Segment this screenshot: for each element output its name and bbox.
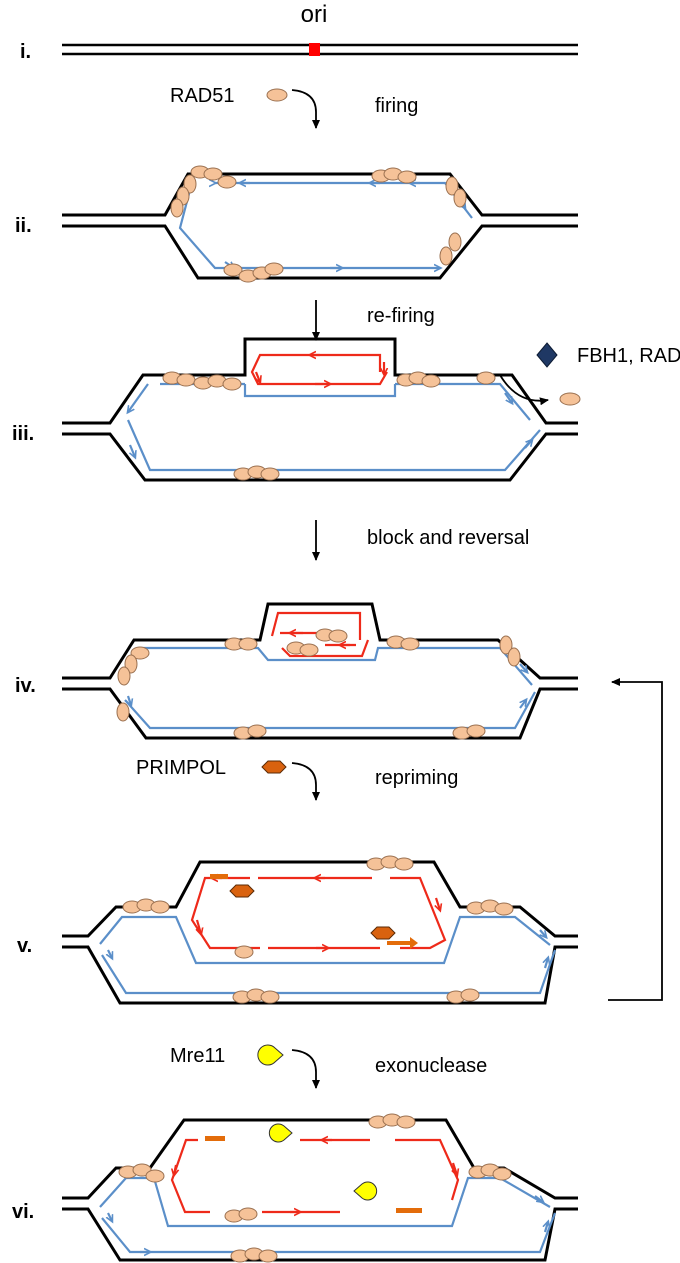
rad51-released-icon <box>559 392 581 406</box>
mre11-pacman-icon <box>257 1044 284 1066</box>
primpol-hexagon-icon <box>229 884 255 898</box>
primpol-label: PRIMPOL <box>136 757 226 779</box>
rad51-label: RAD51 <box>170 85 234 107</box>
rad51-filaments-iv <box>116 628 521 740</box>
primer-bar <box>210 874 228 879</box>
bubble-iv <box>62 602 578 740</box>
mre11-pacman-icon <box>353 1181 378 1201</box>
primer-bar <box>205 1136 225 1141</box>
step-block-reversal: block and reversal <box>312 520 529 561</box>
rad51-filaments-ii <box>170 165 467 283</box>
stage-label-vi: vi. <box>12 1201 34 1223</box>
rad51-filaments-v <box>122 855 514 1004</box>
stage-label-iii: iii. <box>12 423 34 445</box>
bubble-v <box>62 860 578 1005</box>
primpol-hexagon-icon <box>261 760 287 774</box>
step-firing: RAD51 firing <box>170 85 418 129</box>
refiring-label: re-firing <box>367 305 435 327</box>
origin-label: ori <box>301 1 328 28</box>
stage-label-iv: iv. <box>15 675 36 697</box>
cycle-arrow <box>608 678 663 1001</box>
step-refiring: re-firing <box>312 300 435 341</box>
parental-dna-i <box>62 43 578 56</box>
stage-label-ii: ii. <box>15 215 32 237</box>
fbh1-diamond-icon <box>536 342 558 368</box>
primer-arrow <box>387 937 418 949</box>
origin-marker <box>309 43 320 56</box>
fbh1-rad54-group: FBH1, RAD54 <box>499 342 680 406</box>
step-repriming: PRIMPOL repriming <box>136 757 458 801</box>
exonuclease-label: exonuclease <box>375 1055 487 1077</box>
repriming-label: repriming <box>375 767 458 789</box>
bubble-vi <box>62 1118 578 1262</box>
mre11-pacman-icon <box>268 1123 293 1143</box>
step-exonuclease: Mre11 exonuclease <box>170 1044 487 1089</box>
rad51-filaments-vi <box>118 1113 512 1263</box>
firing-label: firing <box>375 95 418 117</box>
rad51-icon <box>266 88 288 102</box>
stage-label-i: i. <box>20 41 31 63</box>
primer-bar <box>396 1208 422 1213</box>
rad51-filaments-iii <box>162 371 496 481</box>
fbh1-label: FBH1, RAD54 <box>577 345 680 367</box>
bubble-iii <box>62 337 578 482</box>
mre11-label: Mre11 <box>170 1045 225 1067</box>
primpol-hexagon-icon <box>370 926 396 940</box>
block-label: block and reversal <box>367 527 529 549</box>
stage-label-v: v. <box>17 935 32 957</box>
bubble-ii <box>62 172 578 280</box>
